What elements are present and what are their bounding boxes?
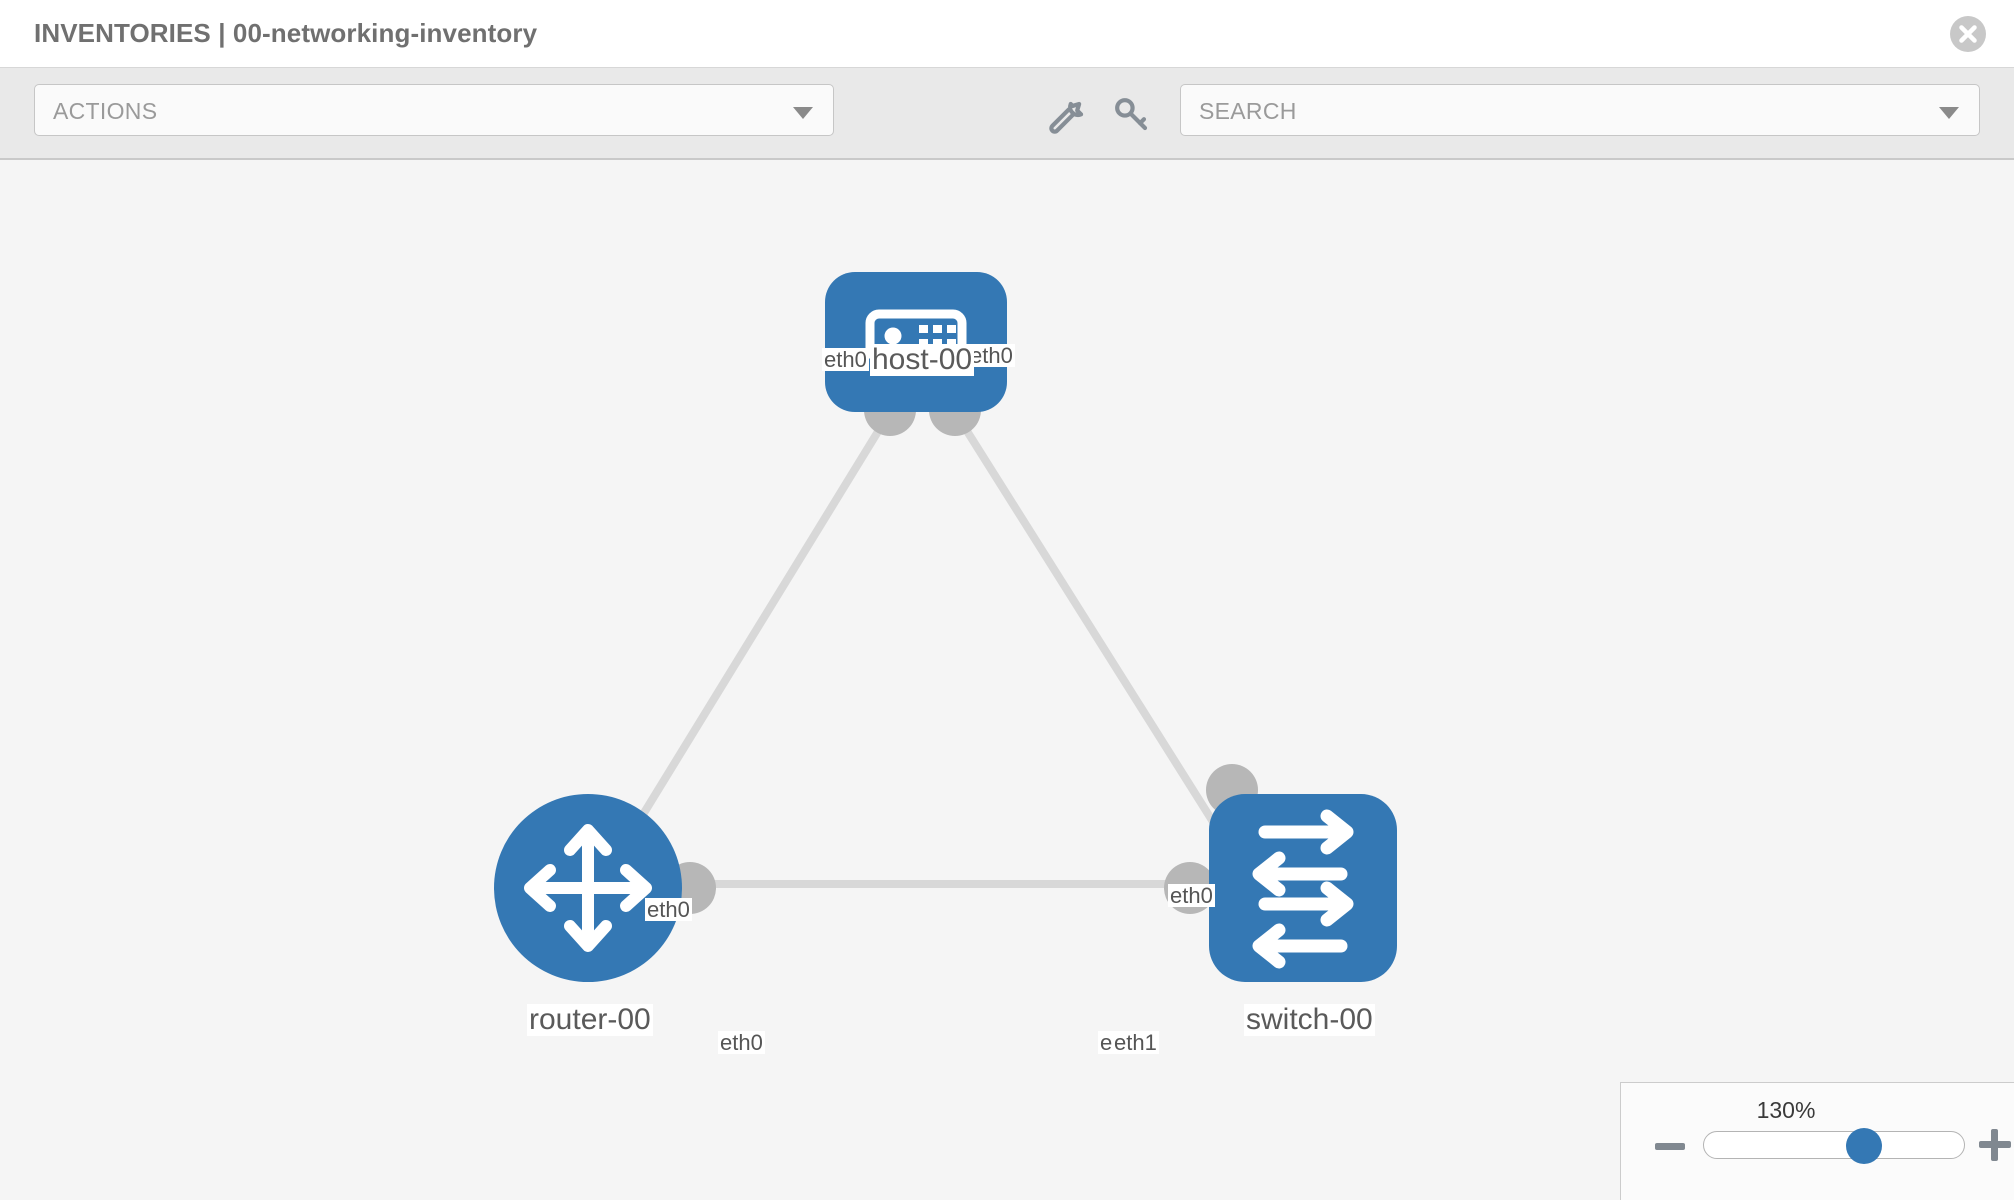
zoom-percent-label: 130% xyxy=(1756,1097,1816,1123)
node-switch-00[interactable] xyxy=(1209,794,1397,982)
close-icon[interactable] xyxy=(1950,16,1986,52)
zoom-out-icon[interactable] xyxy=(1655,1143,1685,1150)
link-interface-label: eth0 xyxy=(718,1030,765,1055)
zoom-in-icon[interactable] xyxy=(1979,1129,2011,1161)
search-placeholder: SEARCH xyxy=(1199,98,1297,124)
link-interface-label: eth0 xyxy=(822,347,869,372)
page-title: INVENTORIES | 00-networking-inventory xyxy=(34,18,538,48)
node-router-00[interactable] xyxy=(494,794,682,982)
switch-arrows-icon xyxy=(1252,809,1354,969)
page-header: INVENTORIES | 00-networking-inventory xyxy=(0,0,2014,68)
link-interface-label: eth0 xyxy=(645,897,692,922)
link-interface-label: eth0 xyxy=(1168,883,1215,908)
chevron-down-icon[interactable] xyxy=(1939,107,1959,119)
link-interface-label: eth1 xyxy=(1112,1030,1159,1055)
node-label-router-00: router-00 xyxy=(527,1003,653,1036)
zoom-slider[interactable] xyxy=(1703,1128,1965,1164)
topology-canvas[interactable]: eth0 eth0 eth0 eth0 eth0 eth0 eth1 host-… xyxy=(0,162,2014,1200)
node-label-host-00: host-00 xyxy=(870,343,975,376)
wrench-icon[interactable] xyxy=(1045,93,1087,135)
actions-dropdown[interactable]: ACTIONS xyxy=(34,84,834,136)
link-interface-label: eth0 xyxy=(968,343,1015,368)
zoom-control-panel: 130% xyxy=(1620,1082,2014,1200)
actions-dropdown-label: ACTIONS xyxy=(53,98,158,124)
router-arrows-icon xyxy=(524,824,652,952)
key-icon[interactable] xyxy=(1110,93,1152,135)
node-host-00[interactable] xyxy=(825,272,1007,412)
node-label-switch-00: switch-00 xyxy=(1244,1003,1375,1036)
topology-graph xyxy=(494,272,1397,982)
search-input[interactable]: SEARCH xyxy=(1180,84,1980,136)
link-host00-router00[interactable] xyxy=(616,409,894,855)
chevron-down-icon xyxy=(793,107,813,119)
zoom-slider-thumb[interactable] xyxy=(1846,1128,1882,1164)
link-host00-switch00[interactable] xyxy=(951,409,1236,855)
